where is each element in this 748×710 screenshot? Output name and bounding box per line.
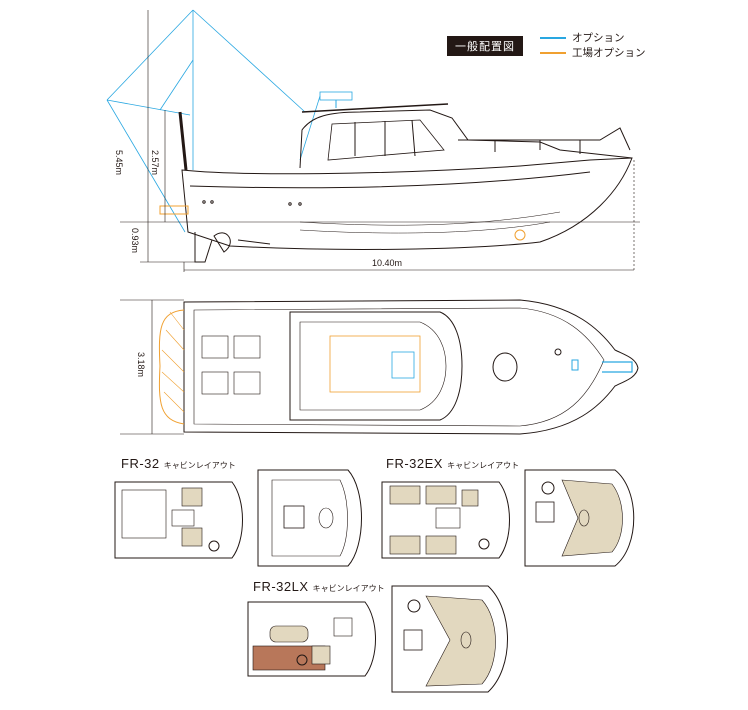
roof-hatch-factory: [329, 335, 421, 393]
legend-option-label: オプション: [572, 32, 625, 44]
side-dimensions: [140, 10, 635, 272]
radar-option: [319, 91, 353, 101]
fore-hatch: [492, 352, 518, 382]
legend-factory-option-label: 工場オプション: [572, 47, 646, 59]
roof-line: [301, 103, 449, 113]
bow-anchor-option: [602, 361, 633, 373]
rub-rail: [189, 171, 591, 189]
layout-caption-fr32lx: キャビンレイアウト: [312, 584, 385, 593]
legend-badge: 一般配置図: [447, 36, 523, 56]
cabin-window: [327, 119, 445, 161]
plan-view: [158, 299, 639, 435]
layout-caption-fr32: キャビンレイアウト: [163, 461, 236, 470]
legend-factory-option-swatch: [540, 52, 566, 54]
davit: [178, 111, 188, 171]
dim-cabin-height: 2.57m: [150, 150, 160, 176]
layout-title-fr32: FR-32 キャビンレイアウト: [121, 456, 236, 471]
hull-side: [181, 157, 633, 250]
layout-caption-fr32ex: キャビンレイアウト: [447, 461, 520, 470]
dim-beam: 3.18m: [136, 352, 146, 378]
bow-rail: [458, 127, 631, 151]
rudder: [194, 232, 213, 263]
cabin-profile: [299, 109, 633, 169]
cabin-roof-plan: [289, 311, 463, 421]
layout-model-fr32: FR-32: [121, 456, 160, 471]
layout-fr32lx-fwd: [391, 585, 508, 693]
deck-outline: [183, 299, 639, 435]
roof-hatch-option: [391, 351, 415, 379]
stern-platform-plan: [158, 309, 185, 425]
layout-fr32lx-aft: [247, 601, 376, 677]
layout-model-fr32lx: FR-32LX: [253, 579, 309, 594]
legend-option-swatch: [540, 37, 566, 39]
layout-fr32ex-fwd: [524, 469, 635, 567]
swim-platform-side: [159, 205, 189, 215]
dim-draft: 0.93m: [130, 228, 140, 254]
dim-length: 10.40m: [372, 258, 403, 268]
layout-model-fr32ex: FR-32EX: [386, 456, 443, 471]
side-profile: [106, 9, 640, 263]
layout-fr32ex-aft: [381, 481, 510, 559]
dim-mast-height: 5.45m: [114, 150, 124, 176]
layout-title-fr32lx: FR-32LX キャビンレイアウト: [253, 579, 385, 594]
layout-fr32-aft: [114, 481, 243, 559]
propeller: [213, 232, 231, 253]
plan-dimensions: [120, 299, 184, 435]
layout-fr32-fwd: [257, 469, 362, 567]
layout-title-fr32ex: FR-32EX キャビンレイアウト: [386, 456, 519, 471]
mast-rigging: [106, 9, 321, 233]
